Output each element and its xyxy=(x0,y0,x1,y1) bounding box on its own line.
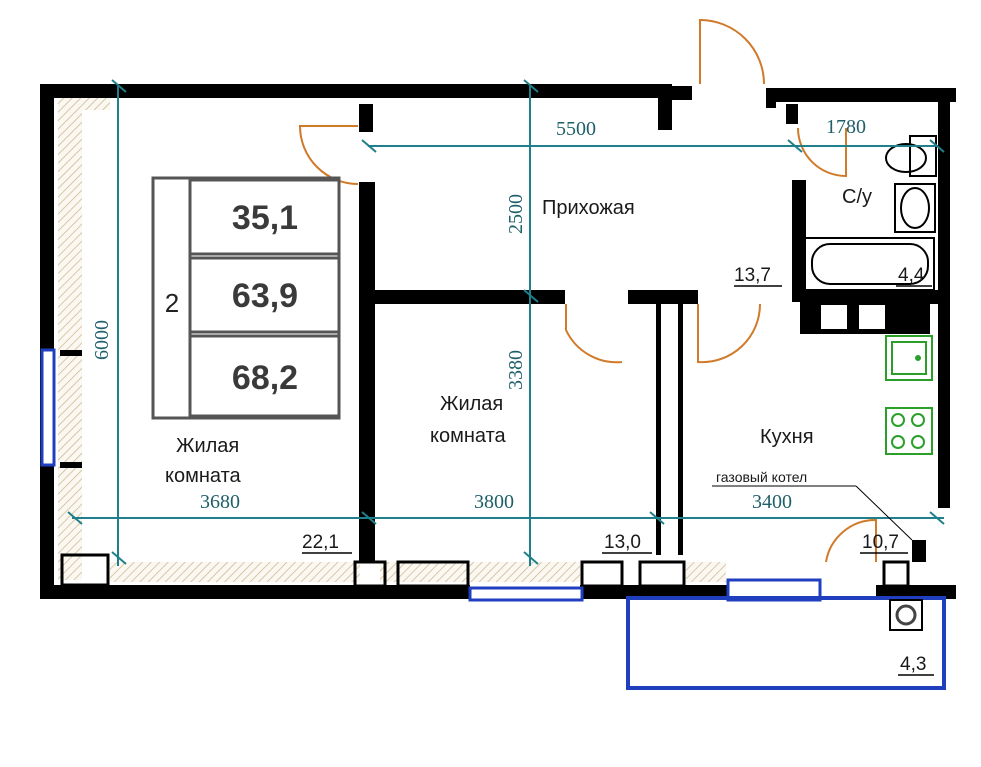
hall-label: Прихожая xyxy=(542,197,635,219)
wall-insulation xyxy=(58,92,726,582)
dim-3380: 3380 xyxy=(505,350,527,390)
walls xyxy=(40,84,956,599)
total-area-value: 63,9 xyxy=(232,277,298,315)
hall-area: 13,7 xyxy=(734,265,771,286)
boiler-label: газовый котел xyxy=(716,469,807,485)
living-room-2-label-line1: Жилая xyxy=(440,393,503,415)
door-swings xyxy=(298,18,877,563)
area-summary-table: 2 35,1 63,9 68,2 xyxy=(151,176,341,420)
dim-3680: 3680 xyxy=(200,491,240,513)
living-area-value: 35,1 xyxy=(232,199,298,237)
bathroom-label: С/у xyxy=(842,186,872,208)
balcony-area: 4,3 xyxy=(900,654,926,675)
kitchen-label: Кухня xyxy=(760,426,814,448)
dim-3800: 3800 xyxy=(474,491,514,513)
total-area-balcony-value: 68,2 xyxy=(232,359,298,397)
rooms-count: 2 xyxy=(165,288,179,318)
dimension-lines xyxy=(67,79,945,566)
dimension-labels: 5500 1780 3680 3800 3400 2500 3380 6000 xyxy=(91,116,866,513)
room-areas: 13,7 4,4 22,1 13,0 10,7 4,3 xyxy=(302,265,934,676)
kitchen-area: 10,7 xyxy=(862,532,899,553)
living-room-1-label-line1: Жилая xyxy=(176,435,239,457)
dim-5500: 5500 xyxy=(556,118,596,140)
living-room-1-area: 22,1 xyxy=(302,532,339,553)
bathroom-area: 4,4 xyxy=(898,265,925,286)
dim-6000: 6000 xyxy=(91,320,113,360)
living-room-1-label-line2: комната xyxy=(165,465,242,487)
dim-1780: 1780 xyxy=(826,116,866,138)
balcony xyxy=(626,596,946,690)
dim-3400: 3400 xyxy=(752,491,792,513)
dim-2500: 2500 xyxy=(505,194,527,234)
room-labels: Прихожая С/у Жилая комната Жилая комната… xyxy=(165,186,913,541)
living-room-2-area: 13,0 xyxy=(604,532,641,553)
kitchen-appliances xyxy=(885,335,933,455)
living-room-2-label-line2: комната xyxy=(430,425,507,447)
